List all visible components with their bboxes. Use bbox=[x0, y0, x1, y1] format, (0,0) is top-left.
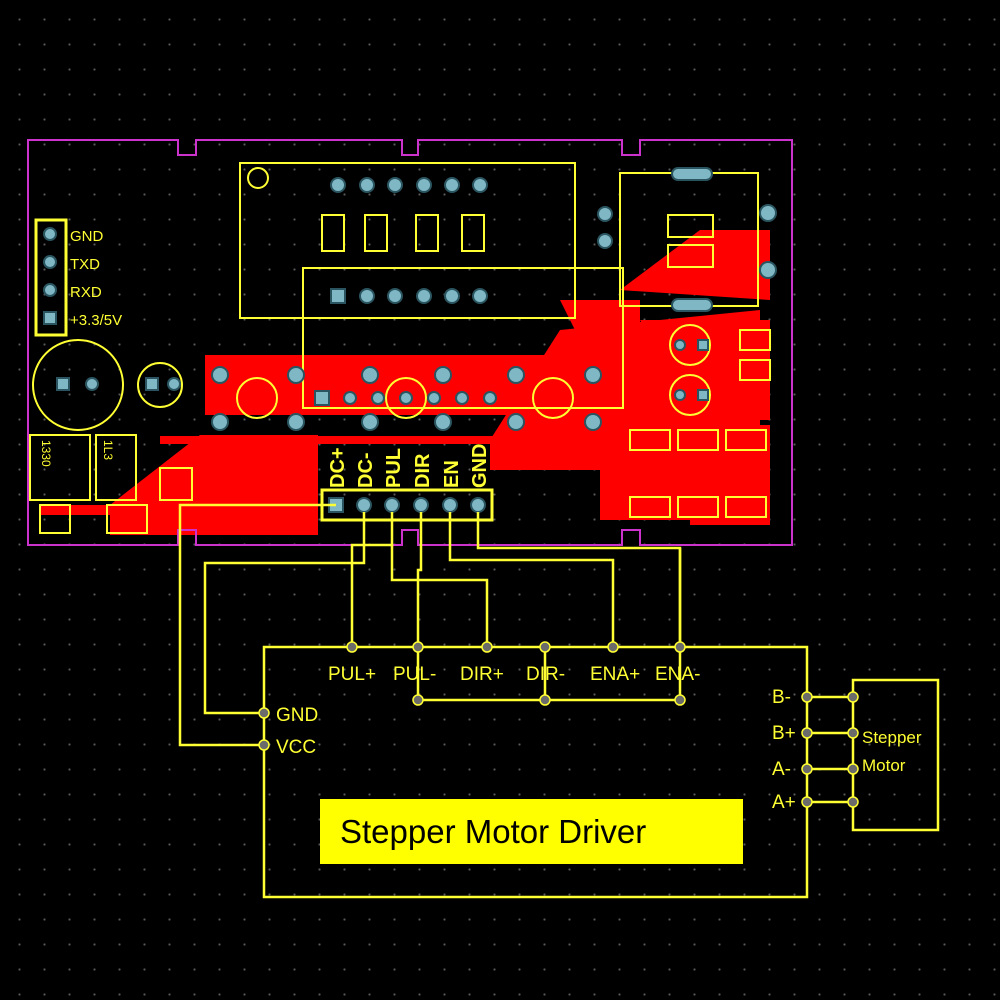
driver-title: Stepper Motor Driver bbox=[340, 812, 647, 850]
side-mark-1: 1330 bbox=[39, 440, 53, 467]
motor-label-line2: Motor bbox=[862, 756, 906, 775]
pin-a-plus: A+ bbox=[772, 792, 796, 813]
pcb-pads bbox=[43, 167, 777, 513]
driver-left-pin-labels: GND VCC bbox=[276, 705, 318, 758]
ctrl-label-gnd: GND bbox=[469, 444, 491, 488]
uart-label-txd: TXD bbox=[70, 256, 100, 273]
uart-label-power: +3.3/5V bbox=[70, 312, 122, 329]
copper-layer bbox=[40, 230, 770, 535]
pin-gnd: GND bbox=[276, 705, 318, 726]
pin-dir-plus: DIR+ bbox=[460, 664, 504, 685]
ctrl-label-dir: DIR bbox=[412, 453, 434, 488]
uart-label-rxd: RXD bbox=[70, 284, 102, 301]
pin-pul-minus: PUL- bbox=[393, 664, 436, 685]
uart-label-gnd: GND bbox=[70, 228, 104, 245]
uart-header-labels: GND TXD RXD +3.3/5V bbox=[70, 228, 122, 329]
ctrl-label-dc-plus: DC+ bbox=[327, 447, 349, 488]
silkscreen-layer bbox=[29, 162, 771, 534]
junctions bbox=[258, 641, 859, 808]
ctrl-label-pul: PUL bbox=[383, 448, 405, 488]
ctrl-label-dc-minus: DC- bbox=[355, 452, 377, 488]
pin-a-minus: A- bbox=[772, 759, 791, 780]
driver-top-pin-labels: PUL+ PUL- DIR+ DIR- ENA+ ENA- bbox=[328, 664, 700, 685]
ctrl-label-en: EN bbox=[441, 460, 463, 488]
driver-right-pin-labels: B- B+ A- A+ bbox=[772, 687, 796, 813]
pcb-outline bbox=[27, 139, 793, 546]
side-mark-2: 1L3 bbox=[101, 440, 115, 460]
motor-label-line1: Stepper bbox=[862, 728, 922, 747]
pin-pul-plus: PUL+ bbox=[328, 664, 376, 685]
pin-vcc: VCC bbox=[276, 737, 316, 758]
driver-title-box: Stepper Motor Driver bbox=[320, 799, 743, 864]
pin-dir-minus: DIR- bbox=[526, 664, 565, 685]
pin-b-plus: B+ bbox=[772, 723, 796, 744]
wiring bbox=[178, 503, 940, 899]
pin-ena-minus: ENA- bbox=[655, 664, 700, 685]
pin-b-minus: B- bbox=[772, 687, 791, 708]
side-marks: 1330 1L3 bbox=[39, 440, 115, 467]
pin-ena-plus: ENA+ bbox=[590, 664, 640, 685]
control-header-labels: DC+ DC- PUL DIR EN GND bbox=[327, 444, 491, 488]
